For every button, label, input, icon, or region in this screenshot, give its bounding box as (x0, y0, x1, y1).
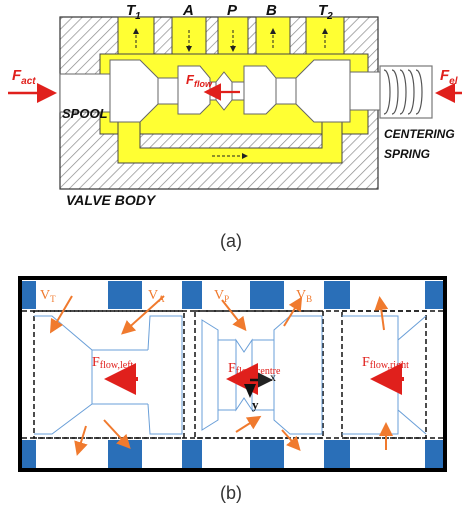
velocity-a-label: VA (148, 288, 165, 304)
port-t2-label: T2 (318, 2, 333, 22)
port-a-label: A (182, 2, 194, 19)
velocity-p-label: VP (214, 288, 229, 304)
port-p-label: P (227, 2, 238, 19)
spring-label: SPRING (384, 147, 430, 161)
velocity-b-label: VB (296, 288, 312, 304)
flow-force-label: Fflow (186, 72, 213, 89)
caption-b: (b) (220, 483, 242, 503)
centering-label: CENTERING (384, 127, 455, 141)
figure-b: VT VA VP VB Fflow,left Fflow,centre Fflo… (18, 276, 447, 503)
velocity-arrows (49, 295, 393, 456)
spool-label: SPOOL (62, 106, 108, 121)
spring-force-label: Fel (440, 67, 458, 87)
port-flow-arrows (133, 28, 328, 159)
velocity-t-label: VT (40, 288, 56, 304)
x-axis-label: x (270, 370, 276, 384)
velocity-labels: VT VA VP VB (40, 288, 312, 304)
port-t1-label: T1 (126, 2, 141, 22)
centering-spring (379, 65, 433, 119)
coordinate-axes (244, 372, 273, 398)
port-labels: T1 A P B T2 (126, 2, 333, 22)
y-axis-label: y (252, 397, 259, 412)
spool (109, 59, 381, 123)
figure-a: T1 A P B T2 Fact Fel Fflow SPOOL CENTERI… (8, 2, 462, 251)
actuation-force-label: Fact (12, 67, 36, 87)
caption-a: (a) (220, 231, 242, 251)
control-volumes (22, 310, 443, 439)
port-b-label: B (266, 2, 277, 19)
port-blocks (22, 281, 443, 468)
valve-body-label: VALVE BODY (66, 192, 157, 208)
